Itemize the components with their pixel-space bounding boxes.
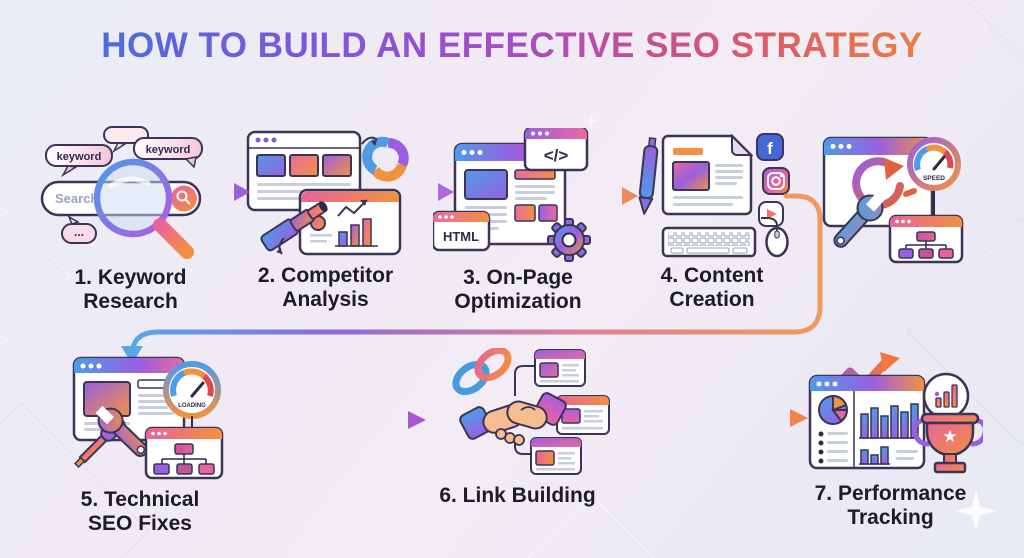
handshake-icon bbox=[459, 392, 567, 446]
bar-chart-icon bbox=[859, 403, 920, 465]
ellipsis-bubble-icon: ... bbox=[61, 215, 97, 244]
page-window-icon bbox=[534, 349, 586, 387]
site-maintenance-illustration: SPEED bbox=[820, 124, 970, 264]
gear-icon bbox=[547, 218, 591, 262]
document-icon bbox=[661, 133, 754, 216]
keyboard-icon bbox=[661, 226, 757, 258]
page-window-icon bbox=[530, 437, 582, 475]
svg-text:</>: </> bbox=[544, 146, 569, 165]
refresh-arrow-icon bbox=[852, 157, 917, 210]
keyword-bubble-right-icon: keyword bbox=[133, 137, 203, 169]
keyword-bubble-left-icon: keyword bbox=[45, 144, 113, 178]
speedometer-icon: SPEED bbox=[907, 137, 961, 216]
svg-text:f: f bbox=[767, 139, 773, 158]
bullet-list-icon bbox=[818, 431, 848, 464]
mini-chart-badge-icon bbox=[922, 372, 970, 420]
wrench-icon bbox=[833, 191, 886, 248]
chain-link-icon bbox=[452, 348, 512, 396]
page-title: HOW TO BUILD AN EFFECTIVE SEO STRATEGY bbox=[0, 26, 1024, 66]
arrow-step2-to-step3 bbox=[402, 183, 454, 201]
pen-icon bbox=[638, 137, 659, 215]
svg-text:LOADING: LOADING bbox=[178, 403, 206, 409]
svg-text:keyword: keyword bbox=[57, 151, 102, 163]
report-panel-icon bbox=[298, 188, 402, 256]
arrow-step3-to-step4 bbox=[586, 187, 638, 205]
onpage-optimization-icon: </> HTML bbox=[433, 128, 591, 262]
svg-text:...: ... bbox=[74, 225, 84, 239]
youtube-icon bbox=[758, 201, 784, 227]
pie-chart-icon bbox=[818, 394, 849, 425]
dashboard-window-icon bbox=[808, 374, 926, 470]
link-building-icon bbox=[452, 348, 610, 475]
arrow-step6-to-step7 bbox=[557, 409, 808, 427]
sitemap-window-icon bbox=[888, 214, 964, 264]
step-onpage-optimization: </> HTML bbox=[433, 128, 603, 313]
step-keyword-research: keyword keyword Search ... bbox=[38, 126, 223, 313]
donut-chart-icon bbox=[362, 136, 409, 182]
step-link-building: 6. Link Building bbox=[425, 348, 610, 508]
sitemap-window-icon bbox=[144, 426, 224, 480]
content-creation-icon: f bbox=[638, 133, 790, 258]
arrow-step5-to-step6 bbox=[240, 411, 426, 429]
search-button-icon bbox=[171, 185, 197, 212]
html-window-icon: HTML bbox=[433, 210, 491, 252]
instagram-icon bbox=[762, 167, 790, 195]
svg-text:Search: Search bbox=[55, 191, 98, 206]
speech-bubble-empty-icon bbox=[103, 126, 149, 154]
facebook-icon: f bbox=[756, 133, 784, 161]
loading-gauge-icon: LOADING bbox=[163, 361, 221, 432]
performance-tracking-icon: ★ bbox=[808, 352, 983, 474]
code-window-icon: </> bbox=[523, 128, 589, 172]
curved-arrow-icon bbox=[361, 136, 378, 145]
technical-seo-icon: LOADING bbox=[72, 356, 224, 480]
site-maintenance-icon: SPEED bbox=[822, 136, 964, 264]
step-technical-seo-fixes: LOADING bbox=[50, 352, 230, 535]
svg-text:★: ★ bbox=[942, 427, 957, 446]
competitor-analysis-icon bbox=[246, 130, 409, 256]
svg-text:keyword: keyword bbox=[146, 144, 191, 156]
svg-text:HTML: HTML bbox=[443, 229, 479, 244]
svg-text:SPEED: SPEED bbox=[923, 175, 945, 182]
step-content-creation: f bbox=[627, 132, 797, 311]
step-label: 6. Link Building bbox=[439, 484, 596, 507]
trophy-icon: ★ bbox=[912, 412, 983, 474]
browser-window-icon bbox=[822, 136, 934, 228]
arrow-step1-to-step2 bbox=[198, 183, 250, 201]
